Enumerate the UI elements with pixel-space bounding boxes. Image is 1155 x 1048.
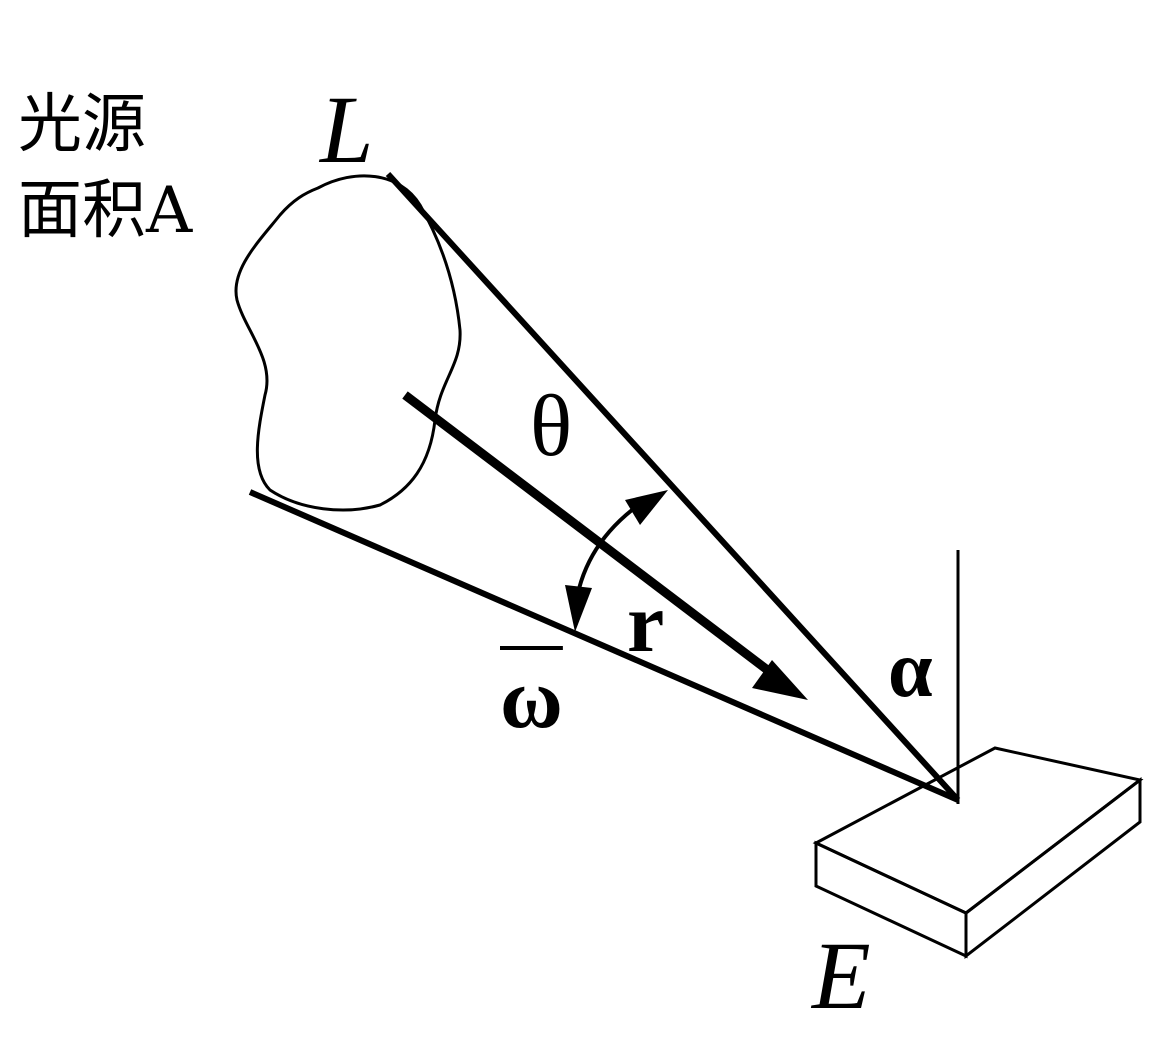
- light-source-label-line2: 面积A: [18, 174, 193, 249]
- surface-block-side: [964, 776, 1142, 960]
- upper-ray: [385, 171, 961, 803]
- distance-label: r: [627, 577, 665, 670]
- light-source-label-line1: 光源: [18, 88, 146, 162]
- distance-arrowhead: [752, 660, 808, 700]
- luminance-label: L: [320, 76, 374, 183]
- light-source-area-label: 光源 面积A: [18, 82, 228, 255]
- solid-angle-label: ω: [500, 650, 563, 746]
- distance-ray-r: [402, 391, 781, 682]
- surface-block-top: [812, 746, 1144, 915]
- theta-label: θ: [530, 378, 573, 475]
- illuminance-label: E: [812, 922, 871, 1029]
- lower-ray: [248, 489, 960, 803]
- alpha-label: α: [888, 626, 933, 714]
- theta-arc-arrow-top: [625, 490, 668, 525]
- theta-arc-arrow-bottom: [565, 585, 592, 632]
- light-source-outline: [234, 174, 462, 512]
